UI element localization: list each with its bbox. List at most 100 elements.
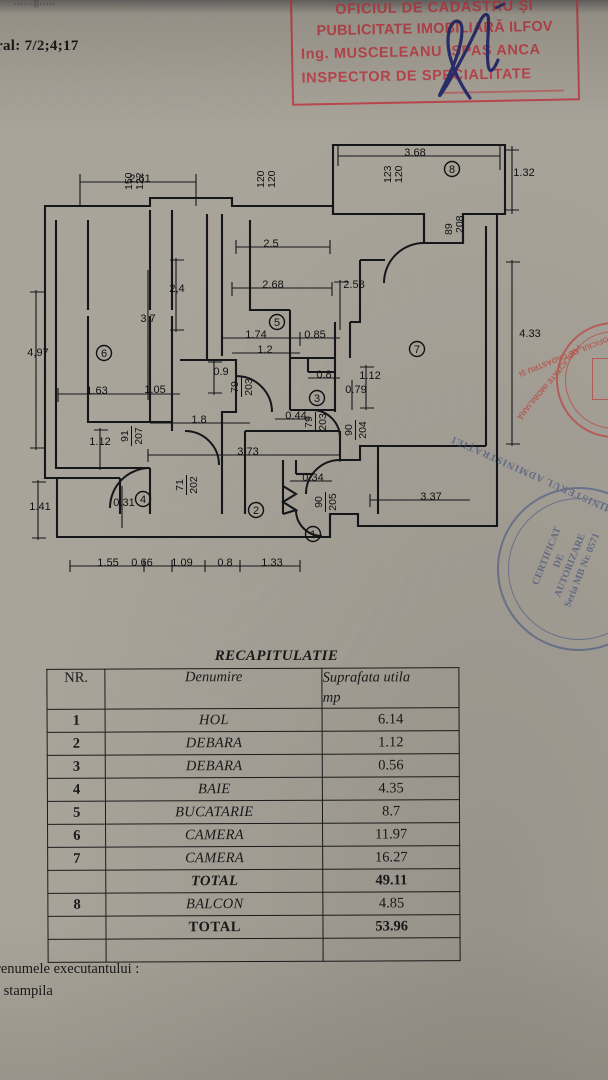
- blue-stamp-core-text: CERTIFICAT DE AUTORIZARE Seria MB Nr. 05…: [524, 510, 608, 629]
- footer-line-2: i stampila: [0, 983, 53, 1000]
- svg-text:2: 2: [253, 505, 259, 517]
- cell-denumire: CAMERA: [105, 823, 323, 848]
- table-header-row: NR. Denumire Suprafata utila mp: [46, 667, 460, 710]
- svg-text:4: 4: [140, 494, 146, 506]
- svg-text:79: 79: [303, 416, 315, 428]
- plan-dimension-label: 1.74: [245, 329, 266, 341]
- plan-dimension-label: 2.61: [129, 173, 150, 185]
- svg-text:8: 8: [449, 164, 455, 176]
- footer-executant-text: renumele executantului : i stampila: [0, 958, 139, 1003]
- cell-nr: 3: [47, 755, 106, 779]
- cell-suprafata: 16.27: [322, 845, 460, 870]
- header-denumire: Denumire: [105, 668, 323, 710]
- plan-dimension-label: 1.32: [513, 167, 534, 179]
- room-number-badge: 3: [308, 389, 326, 407]
- blue-stamp-autorizare: AUTORIZARE: [552, 532, 588, 599]
- svg-text:202: 202: [188, 476, 200, 494]
- svg-text:203: 203: [317, 413, 329, 431]
- recapitulatie-title: RECAPITULATIE: [214, 648, 339, 664]
- plan-vertical-dimension-label: 120: [255, 170, 267, 188]
- svg-text:91: 91: [119, 430, 131, 442]
- stamp-line-office: OFICIUL DE CADASTRU ȘI: [334, 0, 534, 18]
- plan-dimension-label: 3,7: [140, 313, 155, 325]
- room-number-badge: 5: [268, 313, 286, 331]
- plan-dimension-label: 3.68: [404, 147, 425, 159]
- cell-denumire: BAIE: [105, 777, 323, 802]
- cell-denumire: HOL: [105, 708, 323, 733]
- plan-dimension-label: 0.66: [131, 557, 152, 569]
- svg-text:90: 90: [343, 424, 355, 436]
- plan-vertical-dimension-label: 122: [134, 172, 146, 190]
- cell-nr: 6: [47, 824, 107, 848]
- plan-vertical-dimension-label: 89: [443, 223, 455, 235]
- stamp-inner-square: [592, 358, 608, 400]
- cell-empty: [323, 937, 461, 962]
- cell-denumire: TOTAL: [106, 915, 324, 940]
- cell-denumire: DEBARA: [105, 731, 323, 756]
- cell-suprafata: 4.85: [323, 891, 460, 916]
- top-cutoff-text: ......g.....: [14, 0, 56, 8]
- cell-suprafata: 8.7: [322, 799, 460, 824]
- svg-text:71: 71: [174, 479, 186, 491]
- room-number-badge: 2: [247, 501, 265, 519]
- plan-dimension-label: 0.8: [316, 369, 331, 381]
- red-stamp-arc-text: PUBLICITATE IMOBILIARĂ OFICIUL DE CADAST…: [515, 324, 608, 436]
- svg-text:7: 7: [414, 344, 420, 356]
- svg-text:207: 207: [133, 427, 145, 445]
- room-number-badge: 7: [408, 340, 426, 358]
- plan-dimension-label: 1.33: [261, 557, 282, 569]
- plan-dimension-label: 0.9: [213, 366, 228, 378]
- plan-dimension-label: 2,4: [169, 283, 184, 295]
- plan-dimension-label: 0.31: [113, 497, 134, 509]
- plan-dimension-label: 3.37: [420, 491, 441, 503]
- plan-vertical-dimension-label: 120: [393, 165, 405, 183]
- office-approval-stamp: OFICIUL DE CADASTRU ȘI PUBLICITATE IMOBI…: [289, 0, 581, 106]
- plan-dimension-label: 0.44: [285, 410, 306, 422]
- recapitulatie-section: RECAPITULATIE NR. Denumire Suprafata uti…: [46, 648, 461, 963]
- plan-dimension-label: 4,97: [27, 347, 48, 359]
- header-suprafata-line1: Suprafata utila: [322, 669, 411, 686]
- stamp-line-publicity: PUBLICITATE IMOBILIARĂ ILFOV: [316, 18, 553, 40]
- cell-nr: 4: [47, 778, 106, 802]
- plan-dimension-label: 1.05: [144, 384, 165, 396]
- plan-vertical-dimension-label: 208: [454, 215, 466, 233]
- svg-text:204: 204: [357, 421, 369, 439]
- cell-nr: 5: [47, 801, 106, 825]
- cell-nr: 1: [47, 709, 106, 733]
- plan-dimension-label: 1.55: [97, 557, 118, 569]
- plan-vertical-dimension-label: 123: [382, 165, 394, 183]
- plan-dimension-label: 1.12: [359, 370, 380, 382]
- cell-nr: 2: [47, 732, 106, 756]
- cell-denumire: CAMERA: [106, 846, 323, 871]
- stamp-line-inspector-name: Ing. MUSCELEANU ISPAS ANCA: [300, 41, 541, 63]
- cell-denumire: TOTAL: [106, 869, 324, 894]
- plan-dimension-label: 0.8: [217, 557, 232, 569]
- plan-dimension-label: 0.34: [302, 472, 323, 484]
- svg-text:3: 3: [314, 393, 320, 405]
- cell-nr: [47, 916, 107, 940]
- cell-nr: 7: [47, 847, 107, 871]
- plan-vertical-dimension-label: 120: [266, 170, 278, 188]
- footer-line-1: renumele executantului :: [0, 961, 140, 977]
- blue-stamp-arc-text: MINISTERUL ADMINISTRAȚIEI: [449, 433, 608, 657]
- header-suprafata-line2: mp: [322, 689, 341, 706]
- plan-dimension-label: 1.2: [257, 344, 272, 356]
- cell-suprafata: 49.11: [322, 868, 460, 893]
- plan-dimension-label: 2.58: [343, 279, 364, 291]
- plan-dimension-label: 1.09: [171, 557, 192, 569]
- svg-text:79: 79: [229, 381, 241, 393]
- plan-dimension-label: 0.79: [345, 384, 366, 396]
